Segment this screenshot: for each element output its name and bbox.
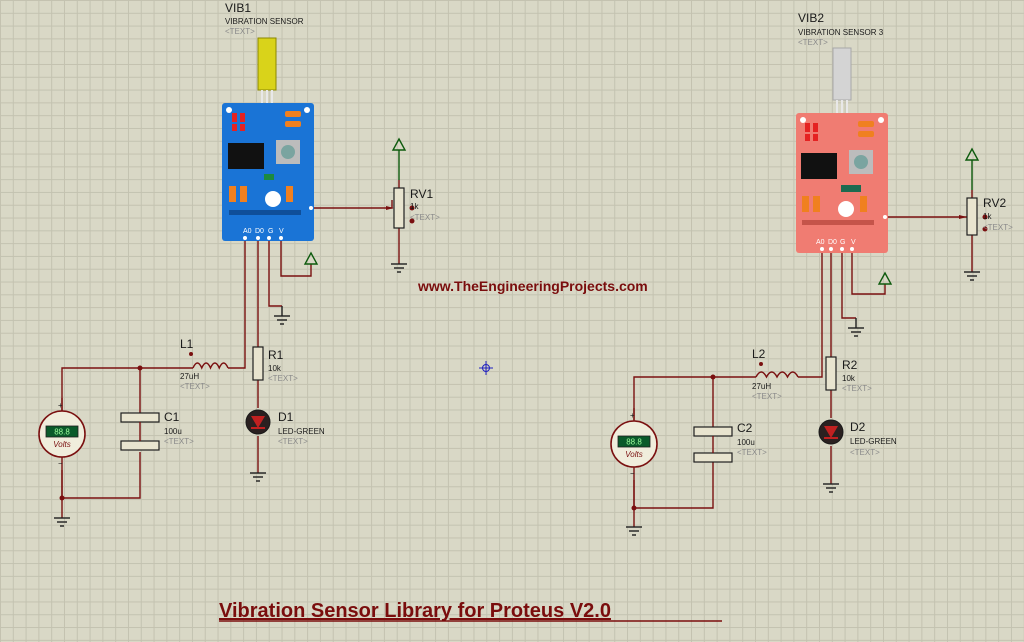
l2-text-placeholder: <TEXT> xyxy=(752,392,782,401)
vib1-name: VIBRATION SENSOR xyxy=(225,17,304,26)
diagram-title: Vibration Sensor Library for Proteus V2.… xyxy=(219,600,611,622)
rv1-ref: RV1 xyxy=(410,187,433,201)
r1-value: 10k xyxy=(268,364,282,373)
r2-value: 10k xyxy=(842,374,856,383)
svg-text:D0: D0 xyxy=(828,239,837,246)
vib2-power-terminal xyxy=(877,271,893,285)
rv2-ref: RV2 xyxy=(983,196,1006,210)
rv2-ground xyxy=(964,271,980,281)
d2-value: LED-GREEN xyxy=(850,437,897,446)
vib2-board xyxy=(796,113,888,253)
vib1-board xyxy=(222,103,314,241)
svg-text:Volts: Volts xyxy=(53,440,71,449)
vib1-ground xyxy=(274,306,290,325)
circuit-2-wires xyxy=(631,190,973,527)
d1-ground xyxy=(250,472,266,482)
r2-ref: R2 xyxy=(842,358,858,372)
svg-text:−: − xyxy=(58,459,63,468)
d1-led[interactable] xyxy=(245,409,271,435)
rv1-text-placeholder: <TEXT> xyxy=(410,213,440,222)
svg-text:+: + xyxy=(630,411,635,420)
d1-value: LED-GREEN xyxy=(278,427,325,436)
rv2-potentiometer[interactable] xyxy=(959,197,988,236)
vib2-sensor[interactable]: A0 D0 G V xyxy=(796,47,888,253)
l1-inductor[interactable] xyxy=(189,352,229,370)
svg-text:88.8: 88.8 xyxy=(54,428,70,437)
vib2-ground xyxy=(848,318,864,337)
d2-led[interactable] xyxy=(818,419,844,445)
l2-ref: L2 xyxy=(752,347,766,361)
rv1-ground xyxy=(391,263,407,273)
rv1-value: 1k xyxy=(410,202,419,211)
l1-text-placeholder: <TEXT> xyxy=(180,382,210,391)
svg-text:G: G xyxy=(840,239,845,246)
website-text: www.TheEngineeringProjects.com xyxy=(417,278,648,294)
svg-text:G: G xyxy=(268,228,273,235)
svg-text:+: + xyxy=(58,401,63,410)
svg-text:V: V xyxy=(279,228,284,235)
svg-text:−: − xyxy=(630,469,635,478)
svg-text:A0: A0 xyxy=(243,228,252,235)
l2-inductor[interactable] xyxy=(755,362,799,379)
l1-value: 27uH xyxy=(180,372,199,381)
circuit-1: A0 D0 G V VIB1 VIBRATION SENSOR <TEXT> R… xyxy=(38,1,440,527)
d2-ground xyxy=(823,483,839,493)
c1-value: 100u xyxy=(164,427,182,436)
c1-ref: C1 xyxy=(164,410,180,424)
rv2-text-placeholder: <TEXT> xyxy=(983,223,1013,232)
rv2-value: 1k xyxy=(983,212,992,221)
circuit-1-wires xyxy=(59,180,400,518)
svg-text:A0: A0 xyxy=(816,239,825,246)
origin-marker xyxy=(479,361,493,375)
c2-value: 100u xyxy=(737,438,755,447)
voltmeter-2[interactable]: 88.8 Volts + − xyxy=(610,411,658,478)
rv1-potentiometer[interactable] xyxy=(386,187,415,229)
c1-text-placeholder: <TEXT> xyxy=(164,437,194,446)
d2-text-placeholder: <TEXT> xyxy=(850,448,880,457)
vib2-text-placeholder: <TEXT> xyxy=(798,38,828,47)
c2-capacitor[interactable] xyxy=(693,426,733,463)
l2-value: 27uH xyxy=(752,382,771,391)
c1-capacitor[interactable] xyxy=(120,412,160,451)
d2-ref: D2 xyxy=(850,420,866,434)
vib2-ref: VIB2 xyxy=(798,11,824,25)
vib1-power-terminal xyxy=(303,251,319,265)
svg-text:Volts: Volts xyxy=(625,450,643,459)
c2-text-placeholder: <TEXT> xyxy=(737,448,767,457)
rv1-power-terminal xyxy=(391,137,407,180)
voltmeter-1-ground xyxy=(54,517,70,527)
svg-text:D0: D0 xyxy=(255,228,264,235)
vib1-text-placeholder: <TEXT> xyxy=(225,27,255,36)
svg-text:88.8: 88.8 xyxy=(626,438,642,447)
r1-ref: R1 xyxy=(268,348,284,362)
d1-ref: D1 xyxy=(278,410,294,424)
r2-text-placeholder: <TEXT> xyxy=(842,384,872,393)
voltmeter-2-ground xyxy=(626,526,642,536)
circuit-2: A0 D0 G V VIB2 VIBRATION SENSOR 3 <TEXT>… xyxy=(610,11,1013,536)
svg-text:V: V xyxy=(851,239,856,246)
voltmeter-1[interactable]: 88.8 Volts + − xyxy=(38,401,86,468)
c2-ref: C2 xyxy=(737,421,753,435)
vib2-name: VIBRATION SENSOR 3 xyxy=(798,28,884,37)
r2-resistor[interactable] xyxy=(825,356,837,391)
vib1-sensor[interactable]: A0 D0 G V xyxy=(222,37,314,241)
d1-text-placeholder: <TEXT> xyxy=(278,437,308,446)
rv2-power-terminal xyxy=(964,147,980,190)
r1-text-placeholder: <TEXT> xyxy=(268,374,298,383)
r1-resistor[interactable] xyxy=(252,346,264,381)
vib1-ref: VIB1 xyxy=(225,1,251,15)
l1-ref: L1 xyxy=(180,337,194,351)
